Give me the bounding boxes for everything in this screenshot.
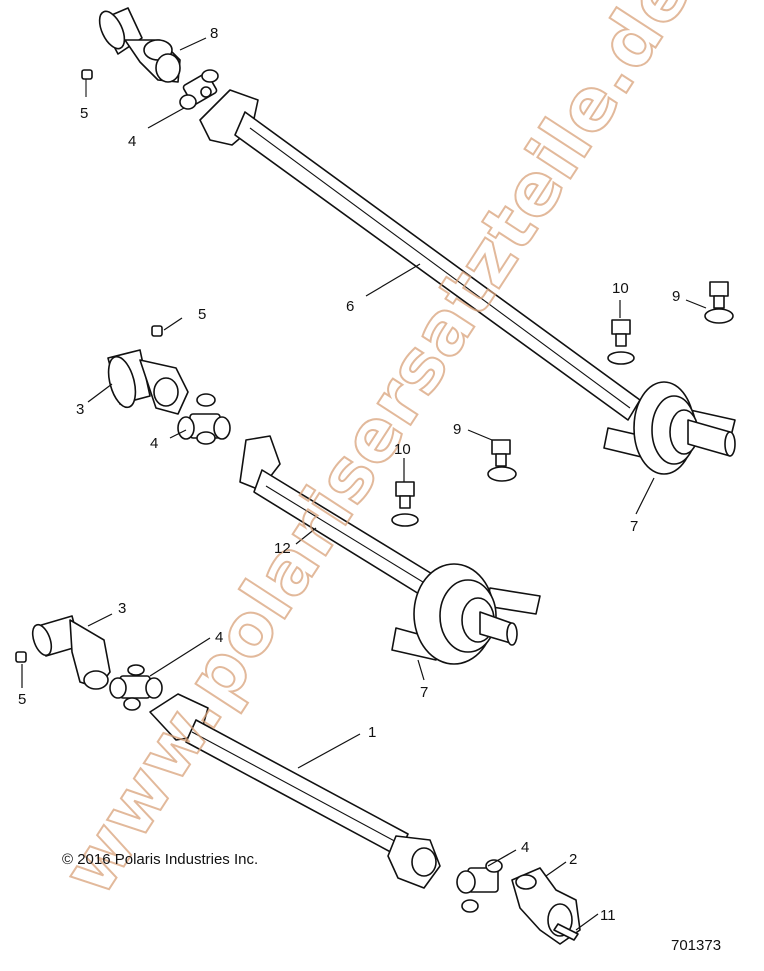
u-joint-4-top	[179, 69, 219, 110]
figure-number: 701373	[671, 937, 721, 954]
callout-4-bottom-right: 4	[521, 839, 529, 856]
grease-fitting-5-bottom	[15, 651, 27, 663]
shaft-6	[199, 89, 641, 421]
u-joint-4-bottom-right	[456, 859, 503, 913]
carrier-bearing-7-mid	[391, 563, 541, 665]
callout-10-top: 10	[612, 280, 629, 297]
callout-5-mid: 5	[198, 306, 206, 323]
yoke-8	[98, 7, 181, 83]
callout-9-top: 9	[672, 288, 680, 305]
callout-3-bottom: 3	[118, 600, 126, 617]
callout-7-mid: 7	[420, 684, 428, 701]
callout-2: 2	[569, 851, 577, 868]
callout-5-top: 5	[80, 105, 88, 122]
u-joint-4-mid	[177, 393, 231, 445]
callout-8: 8	[210, 25, 218, 42]
u-joint-4-bottom-left	[109, 664, 163, 711]
shaft-1	[149, 693, 441, 889]
callout-12: 12	[274, 540, 291, 557]
callout-4-top: 4	[128, 133, 136, 150]
callout-11: 11	[600, 907, 616, 924]
callout-3-mid: 3	[76, 401, 84, 418]
bolt-10-top	[607, 319, 635, 365]
callout-9-mid: 9	[453, 421, 461, 438]
callout-10-mid: 10	[394, 441, 411, 458]
leader-lines	[21, 37, 707, 931]
copyright-text: © 2016 Polaris Industries Inc.	[62, 851, 258, 868]
watermark: www.polarisersatzteile.de	[46, 0, 708, 909]
callout-1: 1	[368, 724, 376, 741]
grease-fitting-5-mid	[151, 325, 163, 337]
callout-7-top: 7	[630, 518, 638, 535]
yoke-3-mid	[107, 349, 189, 415]
bolt-10-mid	[391, 481, 419, 527]
bolt-9-mid	[487, 439, 517, 482]
callout-4-mid: 4	[150, 435, 158, 452]
yoke-3-bottom	[31, 615, 111, 690]
callout-6: 6	[346, 298, 354, 315]
carrier-bearing-7-top	[603, 381, 736, 475]
callout-5-bottom: 5	[18, 691, 26, 708]
grease-fitting-5-top	[81, 69, 93, 97]
bolt-9-top	[704, 281, 734, 324]
pin-11	[553, 923, 579, 941]
callout-4-bottom-left: 4	[215, 629, 223, 646]
